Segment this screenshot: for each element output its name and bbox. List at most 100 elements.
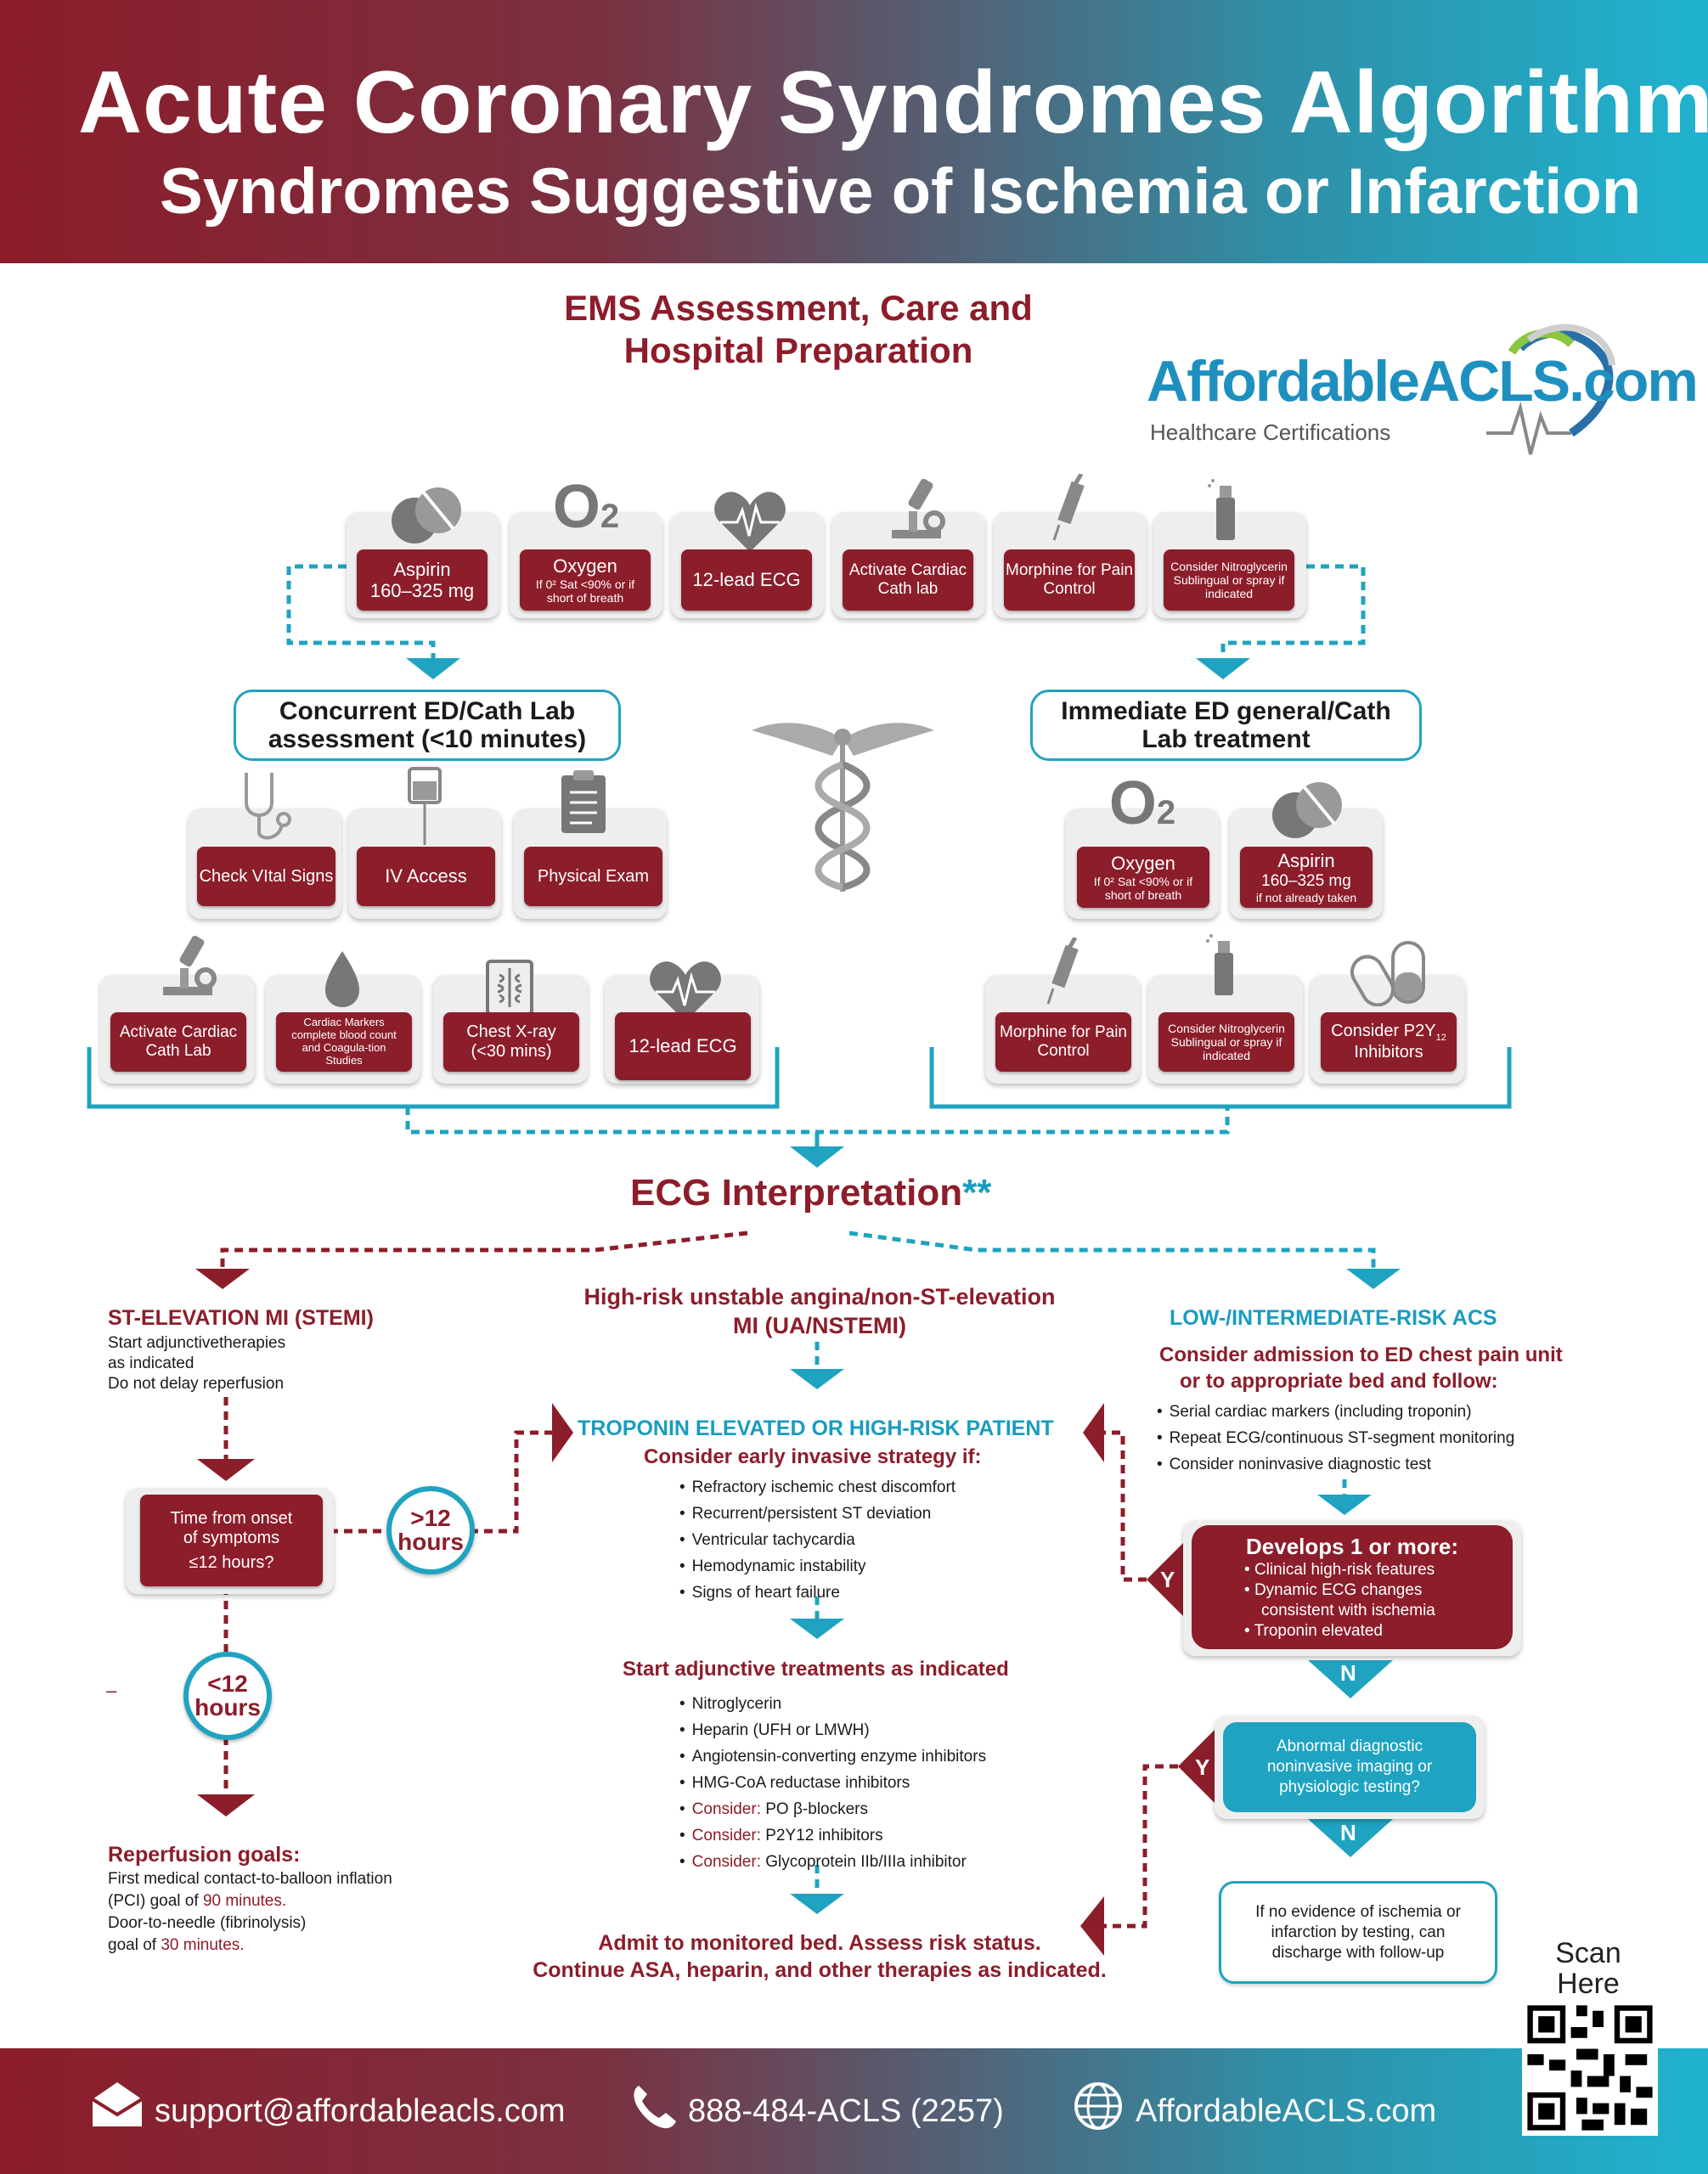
logo-name: AffordableACLS.com (1147, 349, 1699, 414)
adjunctive-prefix: Consider: (691, 1827, 761, 1845)
reperfusion-fibrinolysis-goal: 30 minutes. (161, 1936, 245, 1954)
reperfusion-title: Reperfusion goals: (108, 1843, 301, 1867)
left-ecg-label: 12-lead ECG (629, 1035, 737, 1057)
microscope-icon (146, 934, 223, 1002)
develops-list: • Clinical high-risk features • Dynamic … (1244, 1560, 1513, 1642)
stemi-notes: Start adjunctivetherapies as indicated D… (108, 1333, 285, 1394)
develops-no-label: N (1340, 1660, 1356, 1686)
ecg-interpretation-title: ECG Interpretation** (630, 1172, 991, 1214)
stemi-dash: – (106, 1680, 117, 1701)
caduceus-icon (747, 713, 939, 900)
oxygen-icon: O2 (552, 473, 620, 541)
stemi-title: ST-ELEVATION MI (STEMI) (108, 1306, 374, 1330)
develops-item: Troponin elevated (1254, 1622, 1383, 1640)
ems-ecg-label: 12-lead ECG (692, 569, 801, 591)
discharge-line2: infarction by testing, can (1271, 1923, 1446, 1941)
low-risk-followup-list: Serial cardiac markers (including tropon… (1157, 1399, 1515, 1478)
adjunctive-text: PO β-blockers (760, 1800, 868, 1818)
immediate-treatment-label: Immediate ED general/Cath Lab treatment (1061, 697, 1391, 753)
qr-code[interactable] (1522, 2000, 1658, 2136)
clipboard-icon (558, 769, 609, 836)
left-cathlab-label: Activate Cardiac Cath Lab (119, 1023, 238, 1060)
develops-item: Dynamic ECG changes (1254, 1581, 1423, 1599)
abnormal-line3: physiologic testing? (1279, 1778, 1420, 1796)
adjunctive-item: Consider: PO β-blockers (679, 1796, 986, 1822)
nstemi-title-line2: MI (UA/NSTEMI) (733, 1313, 906, 1338)
vital-signs-label: Check VItal Signs (199, 866, 334, 886)
stemi-note-2: as indicated (108, 1355, 194, 1372)
lt12-unit: hours (194, 1694, 261, 1721)
ecg-title-stars: ** (962, 1172, 992, 1214)
troponin-title: TROPONIN ELEVATED OR HIGH-RISK PATIENT (578, 1416, 1054, 1440)
nstemi-title-line1: High-risk unstable angina/non-ST-elevati… (583, 1284, 1056, 1309)
left-cathlab-button[interactable]: Activate Cardiac Cath Lab (110, 1012, 246, 1072)
right-aspirin-dose: 160–325 mg (1261, 871, 1351, 890)
develops-box: Develops 1 or more: • Clinical high-risk… (1192, 1525, 1513, 1649)
develops-title: Develops 1 or more: (1246, 1534, 1458, 1559)
abnormal-no-label: N (1340, 1820, 1356, 1845)
iv-bag-icon (399, 764, 450, 849)
invasive-criterion: Signs of heart failure (679, 1580, 955, 1606)
scan-line2: Here (1557, 1968, 1620, 2000)
right-nitro-button[interactable]: Consider Nitroglycerin Sublingual or spr… (1158, 1012, 1294, 1072)
right-aspirin-button[interactable]: Aspirin 160–325 mg if not already taken (1240, 847, 1373, 908)
adjunctive-text: Nitroglycerin (691, 1695, 782, 1713)
admit-instructions: Admit to monitored bed. Assess risk stat… (476, 1929, 1164, 1984)
immediate-treatment-box: Immediate ED general/Cath Lab treatment (1030, 690, 1422, 761)
adjunctive-item: HMG-CoA reductase inhibitors (679, 1770, 986, 1796)
right-oxygen-button[interactable]: Oxygen If 0² Sat <90% or if short of bre… (1077, 847, 1209, 908)
footer-email[interactable]: support@affordableacls.com (155, 2093, 566, 2129)
reperfusion-notes: First medical contact-to-balloon inflati… (108, 1868, 392, 1957)
physical-exam-button[interactable]: Physical Exam (524, 847, 662, 906)
discharge-line3: discharge with follow-up (1271, 1943, 1445, 1962)
spray-icon (1204, 931, 1247, 999)
qr-code-icon (1527, 2005, 1653, 2131)
lt12-value: <12 (207, 1670, 248, 1697)
ems-nitro-button[interactable]: Consider Nitroglycerin Sublingual or spr… (1164, 549, 1294, 611)
footer-phone[interactable]: 888-484-ACLS (2257) (688, 2093, 1004, 2129)
xray-icon (484, 958, 535, 1017)
iv-access-button[interactable]: IV Access (357, 847, 495, 906)
concurrent-assessment-box: Concurrent ED/Cath Lab assessment (<10 m… (234, 690, 621, 761)
adjunctive-item: Heparin (UFH or LMWH) (679, 1717, 986, 1743)
right-nitro-label: Consider Nitroglycerin Sublingual or spr… (1168, 1021, 1285, 1063)
envelope-icon (89, 2079, 145, 2130)
right-morphine-button[interactable]: Morphine for Pain Control (995, 1012, 1131, 1072)
p2y12-subscript: 12 (1435, 1032, 1446, 1043)
cardiac-markers-label: Cardiac Markers complete blood count and… (291, 1016, 397, 1067)
adjunctive-list: Nitroglycerin Heparin (UFH or LMWH) Angi… (679, 1691, 986, 1875)
ems-morphine-button[interactable]: Morphine for Pain Control (1004, 549, 1135, 611)
time-onset-line3: ≤12 hours? (189, 1552, 274, 1572)
p2y12-button[interactable]: Consider P2Y12 Inhibitors (1321, 1012, 1457, 1072)
chest-xray-button[interactable]: Chest X-ray (<30 mins) (443, 1012, 579, 1072)
oxygen-icon: O2 (1108, 769, 1176, 837)
syringe-icon (1034, 936, 1094, 1005)
ems-cathlab-button[interactable]: Activate Cardiac Cath lab (843, 549, 973, 611)
vital-signs-button[interactable]: Check VItal Signs (197, 847, 335, 906)
left-ecg-button[interactable]: 12-lead ECG (615, 1012, 751, 1080)
chest-xray-label: Chest X-ray (<30 mins) (466, 1022, 556, 1061)
invasive-criterion: Hemodynamic instability (679, 1553, 955, 1580)
gt12-value: >12 (410, 1505, 451, 1531)
heart-logo-icon (1486, 324, 1615, 455)
cardiac-markers-button[interactable]: Cardiac Markers complete blood count and… (276, 1012, 412, 1072)
right-aspirin-note: if not already taken (1255, 890, 1357, 904)
header-banner (0, 0, 1708, 263)
abnormal-yes-label: Y (1195, 1754, 1210, 1780)
scan-here-label: Scan Here (1550, 1938, 1626, 1999)
heart-ecg-icon (712, 488, 788, 556)
develops-item: Clinical high-risk features (1254, 1561, 1435, 1579)
ems-ecg-button[interactable]: 12-lead ECG (681, 549, 812, 611)
footer-website[interactable]: AffordableACLS.com (1136, 2093, 1437, 2129)
discharge-line1: If no evidence of ischemia or (1255, 1902, 1461, 1921)
ems-aspirin-button[interactable]: Aspirin 160–325 mg (357, 549, 488, 611)
ems-oxygen-button[interactable]: Oxygen If 0² Sat <90% or if short of bre… (520, 549, 651, 611)
low-risk-item: Repeat ECG/continuous ST-segment monitor… (1157, 1425, 1515, 1451)
adjunctive-item: Nitroglycerin (679, 1691, 986, 1717)
pills-icon (1270, 774, 1346, 842)
admit-line2: Continue ASA, heparin, and other therapi… (533, 1958, 1107, 1982)
ems-nitro-label: Consider Nitroglycerin Sublingual or spr… (1170, 559, 1288, 601)
footer-banner (0, 2048, 1708, 2174)
adjunctive-prefix: Consider: (691, 1853, 761, 1871)
gt12-hours-circle: >12 hours (386, 1486, 475, 1574)
